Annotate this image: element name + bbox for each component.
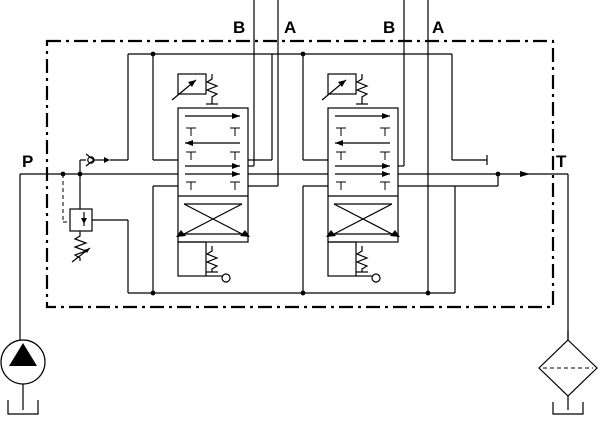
solenoid-icon	[327, 73, 357, 95]
pressure-port-label: P	[22, 152, 33, 171]
center-line	[158, 171, 569, 340]
feed-lines	[110, 51, 488, 293]
port-lines	[248, 0, 431, 296]
directional-valve-2	[321, 73, 400, 283]
return-line	[128, 186, 456, 296]
check-valve-icon	[85, 153, 110, 167]
pressure-line	[19, 159, 158, 340]
hydraulic-pump-icon	[0, 339, 46, 415]
filter-icon	[538, 330, 598, 415]
port-a2-label: A	[432, 18, 444, 37]
tank-port-label: T	[556, 152, 567, 171]
spring-icon	[205, 74, 219, 104]
solenoid-icon	[177, 73, 207, 95]
port-b2-label: B	[383, 18, 395, 37]
directional-valve-1	[171, 73, 250, 283]
port-b1-label: B	[233, 18, 245, 37]
spring-icon	[355, 74, 369, 104]
port-a1-label: A	[284, 18, 296, 37]
relief-valve-icon	[62, 174, 129, 293]
